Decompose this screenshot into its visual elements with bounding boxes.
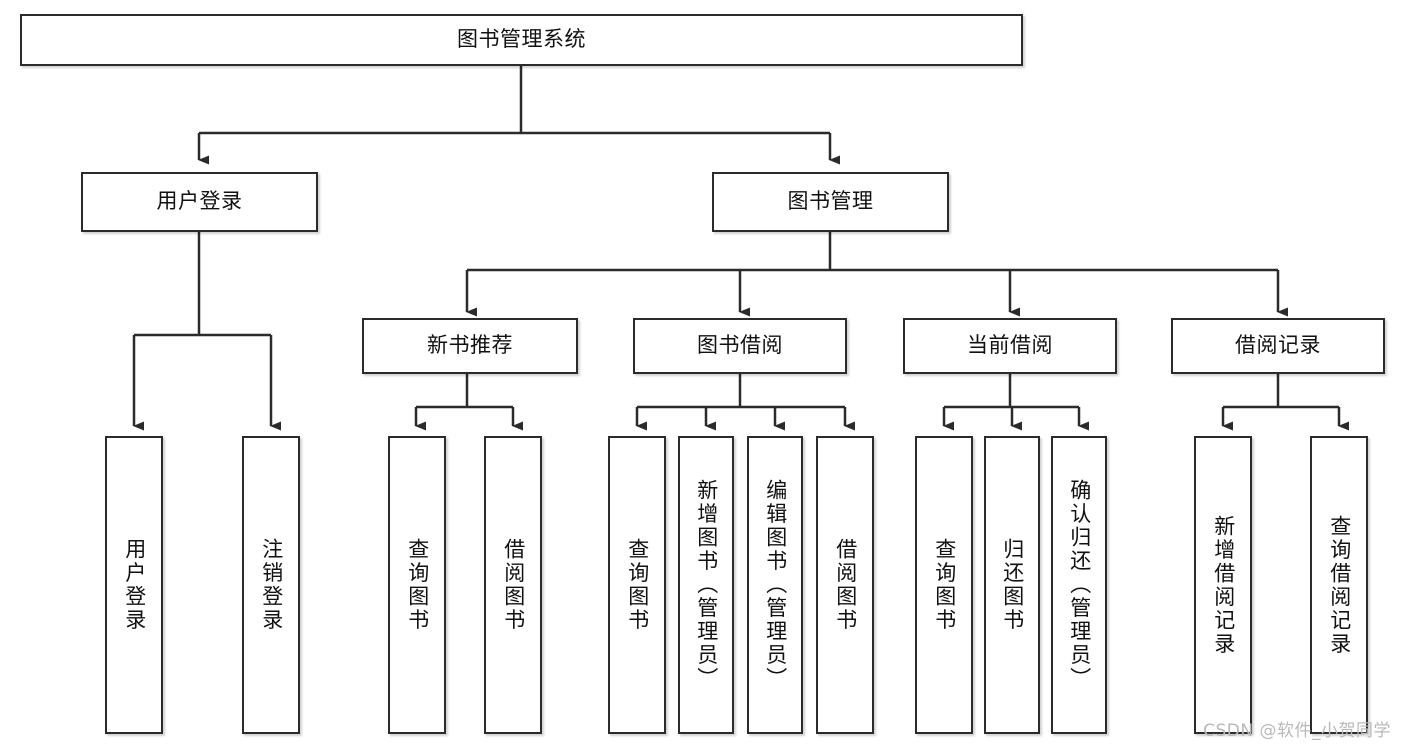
node-book-management[interactable]: 图书管理 bbox=[712, 172, 949, 232]
node-user-login-label: 用户登录 bbox=[156, 189, 243, 214]
node-leaf-confirm-return-label: 确认归还（管理员） bbox=[1067, 479, 1092, 691]
node-leaf-user-login-label: 用户登录 bbox=[122, 538, 147, 632]
node-new-book-recommend-label: 新书推荐 bbox=[427, 333, 513, 358]
node-leaf-logout-login[interactable]: 注销登录 bbox=[242, 436, 300, 734]
node-leaf-add-record[interactable]: 新增借阅记录 bbox=[1194, 436, 1252, 734]
node-leaf-return-book[interactable]: 归还图书 bbox=[984, 436, 1040, 734]
node-current-borrow[interactable]: 当前借阅 bbox=[903, 318, 1117, 374]
node-user-login[interactable]: 用户登录 bbox=[81, 172, 318, 232]
node-leaf-borrow-book-1-label: 借阅图书 bbox=[501, 538, 526, 632]
node-leaf-query-book-2[interactable]: 查询图书 bbox=[608, 436, 666, 734]
node-leaf-add-record-label: 新增借阅记录 bbox=[1211, 514, 1236, 656]
node-leaf-logout-login-label: 注销登录 bbox=[259, 538, 284, 632]
node-book-management-label: 图书管理 bbox=[787, 189, 874, 214]
node-leaf-edit-book[interactable]: 编辑图书（管理员） bbox=[747, 436, 803, 734]
node-leaf-borrow-book-2[interactable]: 借阅图书 bbox=[816, 436, 874, 734]
node-leaf-query-book-2-label: 查询图书 bbox=[625, 538, 650, 632]
node-leaf-query-record-label: 查询借阅记录 bbox=[1327, 514, 1352, 656]
node-leaf-query-book-1-label: 查询图书 bbox=[405, 538, 430, 632]
node-leaf-query-book-3-label: 查询图书 bbox=[932, 538, 957, 632]
node-current-borrow-label: 当前借阅 bbox=[967, 333, 1053, 358]
node-leaf-return-book-label: 归还图书 bbox=[1000, 538, 1025, 632]
node-leaf-confirm-return[interactable]: 确认归还（管理员） bbox=[1051, 436, 1107, 734]
node-leaf-borrow-book-1[interactable]: 借阅图书 bbox=[484, 436, 542, 734]
node-borrow-record-label: 借阅记录 bbox=[1235, 333, 1321, 358]
node-leaf-query-book-1[interactable]: 查询图书 bbox=[388, 436, 446, 734]
node-leaf-add-book[interactable]: 新增图书（管理员） bbox=[678, 436, 734, 734]
node-root-label: 图书管理系统 bbox=[457, 27, 586, 52]
node-leaf-add-book-label: 新增图书（管理员） bbox=[694, 479, 719, 691]
node-book-borrow-label: 图书借阅 bbox=[697, 333, 783, 358]
node-leaf-edit-book-label: 编辑图书（管理员） bbox=[763, 479, 788, 691]
node-root[interactable]: 图书管理系统 bbox=[20, 14, 1023, 66]
watermark-text: CSDN @软件_小贺同学 bbox=[1203, 721, 1391, 741]
node-book-borrow[interactable]: 图书借阅 bbox=[633, 318, 847, 374]
node-leaf-query-book-3[interactable]: 查询图书 bbox=[915, 436, 973, 734]
node-new-book-recommend[interactable]: 新书推荐 bbox=[362, 318, 578, 374]
node-leaf-user-login[interactable]: 用户登录 bbox=[105, 436, 163, 734]
node-leaf-borrow-book-2-label: 借阅图书 bbox=[833, 538, 858, 632]
node-borrow-record[interactable]: 借阅记录 bbox=[1171, 318, 1385, 374]
node-leaf-query-record[interactable]: 查询借阅记录 bbox=[1310, 436, 1368, 734]
